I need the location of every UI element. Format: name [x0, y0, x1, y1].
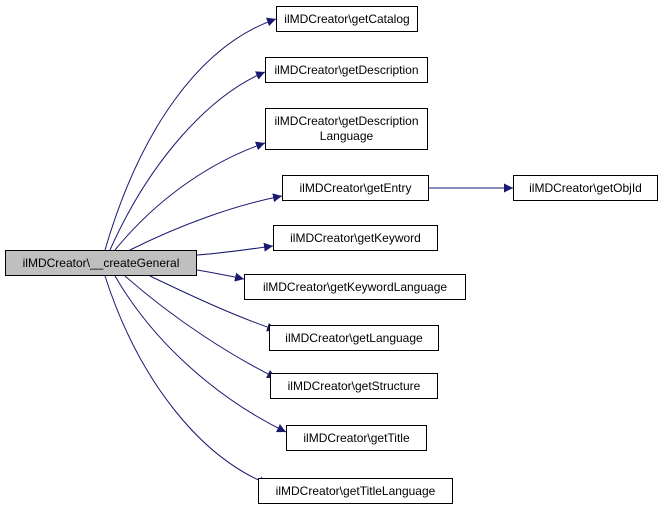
node-get-keyword-language-label: ilMDCreator\getKeywordLanguage [262, 279, 448, 294]
node-get-structure-label: ilMDCreator\getStructure [287, 378, 421, 393]
node-get-keyword[interactable]: ilMDCreator\getKeyword [273, 225, 438, 251]
edge-root-to-getDescriptionLanguage [114, 141, 266, 251]
node-get-description-language-label-2: Language [319, 129, 374, 143]
edge-root-to-getEntry [129, 193, 283, 251]
node-get-keyword-label: ilMDCreator\getKeyword [290, 230, 421, 245]
node-get-catalog[interactable]: ilMDCreator\getCatalog [276, 6, 418, 32]
edge-root-to-getDescription [109, 71, 266, 251]
node-get-title-language-label: ilMDCreator\getTitleLanguage [275, 483, 436, 498]
node-get-obj-id-label: ilMDCreator\getObjId [529, 180, 642, 195]
node-get-title-label: ilMDCreator\getTitle [303, 430, 410, 445]
edge-root-to-getTitleLanguage [104, 275, 269, 485]
node-get-description-label: ilMDCreator\getDescription [274, 62, 419, 77]
node-root-label: ilMDCreator\__createGeneral [22, 255, 180, 270]
edge-root-to-getCatalog [104, 17, 277, 251]
node-get-language-label: ilMDCreator\getLanguage [285, 330, 423, 345]
edge-root-to-getTitle [114, 275, 287, 433]
node-get-structure[interactable]: ilMDCreator\getStructure [270, 373, 438, 399]
node-get-obj-id[interactable]: ilMDCreator\getObjId [513, 175, 658, 201]
edge-root-to-getStructure [124, 275, 277, 379]
node-get-keyword-language[interactable]: ilMDCreator\getKeywordLanguage [244, 274, 466, 300]
node-get-entry-label: ilMDCreator\getEntry [299, 180, 412, 195]
node-get-catalog-label: ilMDCreator\getCatalog [284, 11, 410, 26]
node-get-entry[interactable]: ilMDCreator\getEntry [282, 175, 429, 201]
edge-root-to-getLanguage [149, 275, 277, 332]
node-get-title-language[interactable]: ilMDCreator\getTitleLanguage [258, 478, 453, 504]
node-get-description-language[interactable]: ilMDCreator\getDescription Language [265, 108, 428, 150]
node-get-description[interactable]: ilMDCreator\getDescription [265, 57, 428, 83]
edge-root-to-getKeyword [196, 242, 274, 256]
node-get-description-language-label-1: ilMDCreator\getDescription [274, 114, 419, 128]
node-get-language[interactable]: ilMDCreator\getLanguage [269, 325, 439, 351]
edge-root-to-getKeywordLanguage [196, 269, 245, 282]
node-get-title[interactable]: ilMDCreator\getTitle [286, 425, 427, 451]
node-root: ilMDCreator\__createGeneral [5, 250, 197, 276]
